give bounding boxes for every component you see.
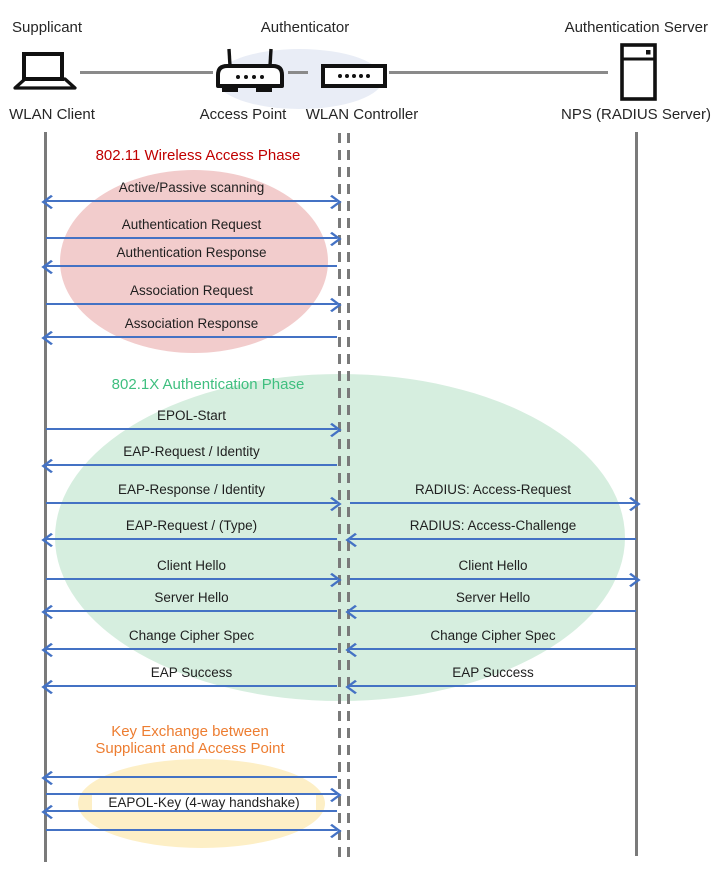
message-arrow: [46, 336, 337, 338]
laptop-icon: [13, 52, 77, 90]
message-arrow: [46, 464, 337, 466]
message-arrow: [350, 685, 636, 687]
phase3-title-line2: Supplicant and Access Point: [95, 740, 285, 757]
message-label: Change Cipher Spec: [128, 628, 255, 643]
role-authentication-server-label: Authentication Server: [564, 19, 708, 36]
message-arrow: [46, 200, 337, 202]
wlan-client-label: WLAN Client: [9, 106, 95, 123]
message-label: EAP Success: [452, 665, 534, 680]
role-supplicant-label: Supplicant: [12, 19, 83, 36]
message-label: Change Cipher Spec: [430, 628, 556, 643]
message-arrow: [46, 685, 337, 687]
message-label: EAP-Request / (Type): [125, 518, 258, 533]
message-arrow: [46, 578, 337, 580]
message-arrow: [46, 810, 337, 812]
message-label: Server Hello: [154, 590, 229, 605]
link-client-ap: [80, 71, 213, 74]
access-point-label: Access Point: [199, 106, 287, 123]
message-label: EAP-Response / Identity: [117, 482, 266, 497]
link-ap-controller: [288, 71, 308, 74]
message-arrow: [350, 648, 636, 650]
message-arrow: [46, 428, 337, 430]
message-arrow: [350, 538, 636, 540]
server-lifeline: [635, 132, 638, 856]
message-label: Authentication Request: [121, 217, 262, 232]
message-arrow: [46, 793, 337, 795]
message-label: EPOL-Start: [156, 408, 227, 423]
message-label: RADIUS: Access-Request: [414, 482, 572, 497]
message-arrow: [350, 610, 636, 612]
controller-lifeline-right-dash: [347, 133, 350, 857]
wlan-controller-label: WLAN Controller: [305, 106, 419, 123]
phase1-title: 802.11 Wireless Access Phase: [95, 147, 301, 164]
message-arrow: [46, 303, 337, 305]
phase3-title: Key Exchange between Supplicant and Acce…: [80, 723, 300, 757]
link-controller-server: [389, 71, 608, 74]
message-label: Client Hello: [458, 558, 528, 573]
wlan-controller-icon: [321, 64, 387, 88]
message-label: Active/Passive scanning: [118, 180, 265, 195]
server-icon: [620, 43, 657, 101]
phase2-title: 802.1X Authentication Phase: [111, 376, 305, 393]
message-arrow: [350, 578, 636, 580]
message-label: Server Hello: [455, 590, 531, 605]
message-label: Authentication Response: [116, 245, 267, 260]
message-label: EAP Success: [150, 665, 233, 680]
message-arrow: [46, 648, 337, 650]
role-authenticator-label: Authenticator: [260, 19, 350, 36]
message-label: Association Request: [129, 283, 254, 298]
message-arrow: [350, 502, 636, 504]
message-arrow: [46, 829, 337, 831]
message-label: RADIUS: Access-Challenge: [409, 518, 577, 533]
eapol-key-label: EAPOL-Key (4-way handshake): [92, 795, 316, 810]
access-point-icon: [216, 48, 284, 92]
phase3-title-line1: Key Exchange between: [111, 723, 269, 740]
message-arrow: [46, 265, 337, 267]
message-label: Client Hello: [156, 558, 227, 573]
message-label: EAP-Request / Identity: [123, 444, 260, 459]
nps-radius-server-label: NPS (RADIUS Server): [560, 106, 712, 123]
message-label: Association Response: [124, 316, 259, 331]
message-arrow: [46, 610, 337, 612]
message-arrow: [46, 776, 337, 778]
message-arrow: [46, 502, 337, 504]
supplicant-lifeline: [44, 132, 47, 862]
controller-lifeline-left-dash: [338, 133, 341, 857]
message-arrow: [46, 237, 337, 239]
message-arrow: [46, 538, 337, 540]
